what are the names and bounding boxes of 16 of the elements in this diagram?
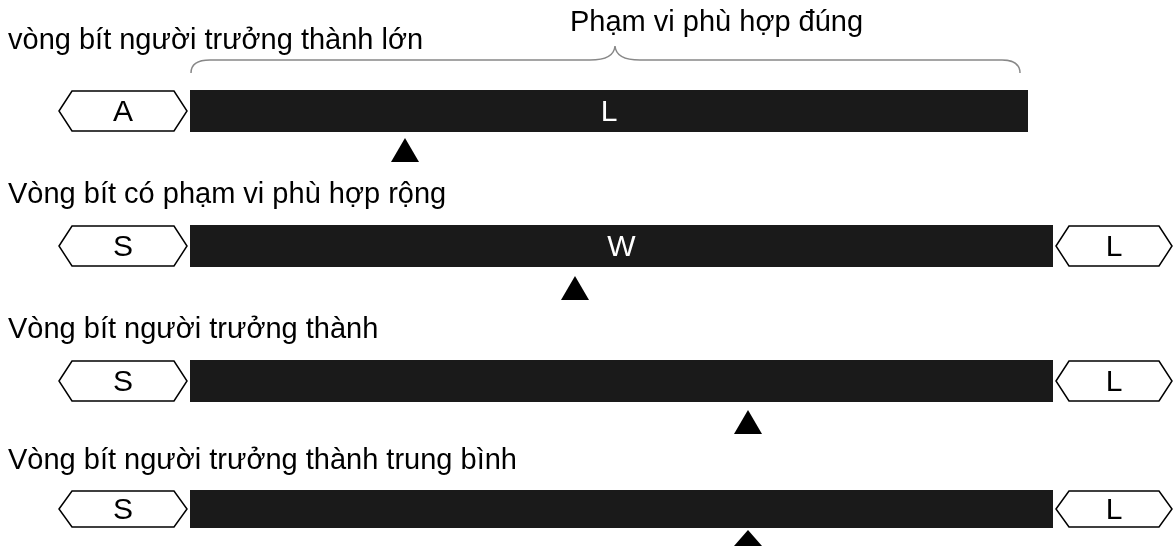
size-tag: S bbox=[58, 360, 188, 402]
size-tag: S bbox=[58, 490, 188, 528]
range-bar bbox=[190, 490, 1053, 528]
range-bar: L bbox=[190, 90, 1028, 132]
range-bar bbox=[190, 360, 1053, 402]
range-bar: W bbox=[190, 225, 1053, 267]
size-tag: L bbox=[1055, 225, 1173, 267]
label: Vòng bít người trưởng thành trung bình bbox=[8, 442, 517, 476]
label: Phạm vi phù hợp đúng bbox=[570, 4, 864, 38]
size-tag: L bbox=[1055, 360, 1173, 402]
label: Vòng bít có phạm vi phù hợp rộng bbox=[8, 176, 447, 210]
size-tag: S bbox=[58, 225, 188, 267]
size-tag: L bbox=[1055, 490, 1173, 528]
label: vòng bít người trưởng thành lớn bbox=[8, 22, 424, 56]
size-tag: A bbox=[58, 90, 188, 132]
label: Vòng bít người trưởng thành bbox=[8, 311, 379, 345]
